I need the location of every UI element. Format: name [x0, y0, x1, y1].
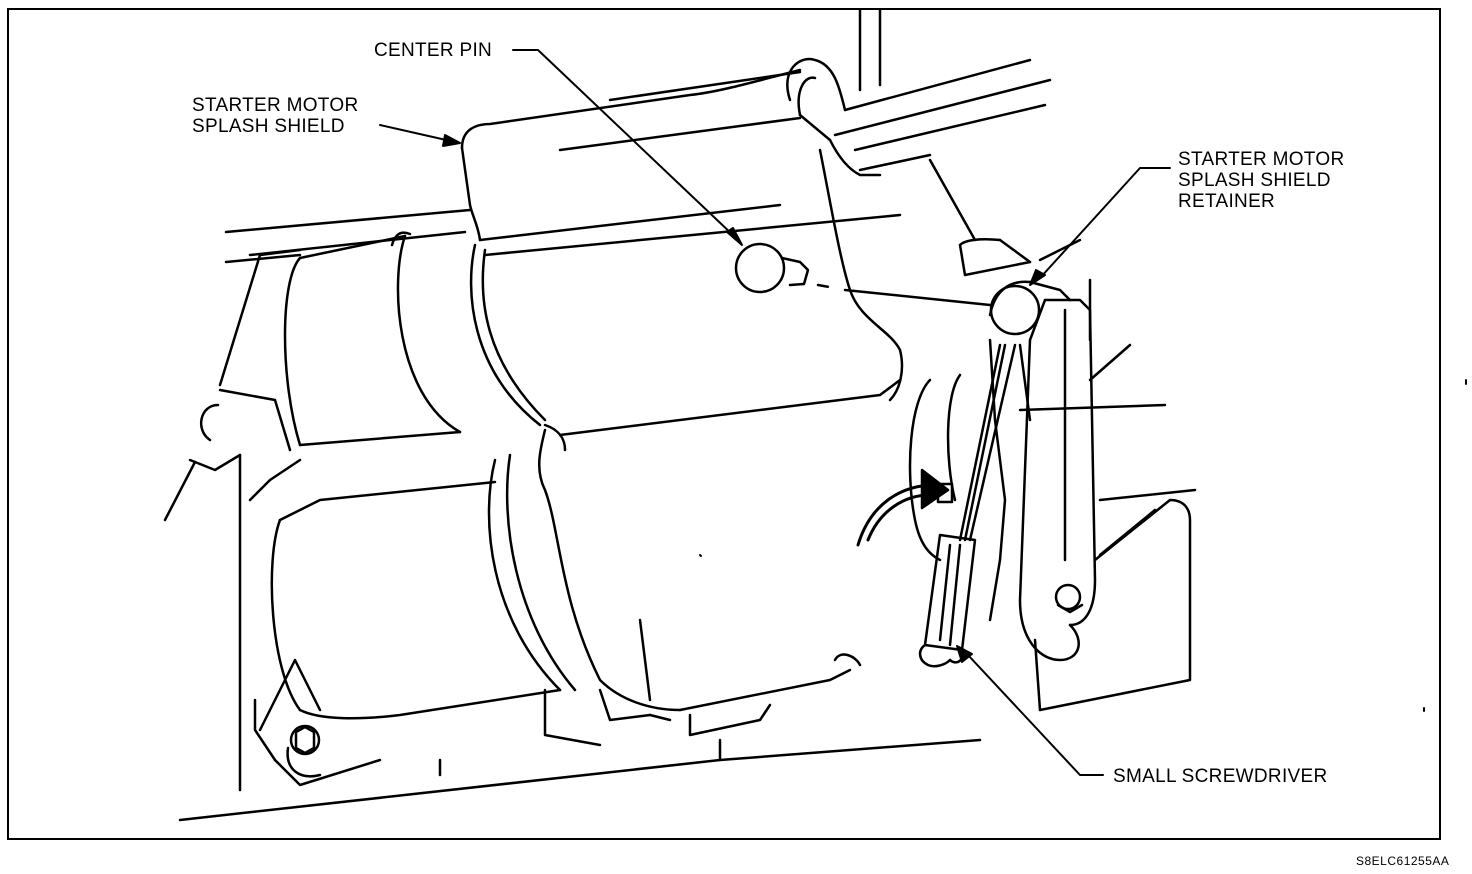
center-pin-label: CENTER PIN: [374, 40, 493, 61]
retainer-label: STARTER MOTOR SPLASH SHIELD RETAINER: [1178, 149, 1345, 212]
mounting-bolt: [286, 724, 322, 778]
side-bracket: [1033, 498, 1192, 712]
screwdriver-shape: [918, 343, 1017, 668]
center-pin-shape: [734, 242, 992, 307]
scan-specks: [699, 379, 1467, 712]
mounting-bracket: [163, 248, 382, 792]
upper-bracket: [786, 57, 1052, 277]
solenoid-body: [283, 231, 547, 447]
rotation-arrow: [856, 468, 950, 547]
figure-border: [7, 8, 1441, 840]
retainer-lever: [988, 280, 1097, 662]
end-housing: [908, 338, 1032, 622]
splash-shield-label: STARTER MOTOR SPLASH SHIELD: [192, 95, 359, 137]
leader-lines: [379, 49, 1171, 776]
engine-block-lines: [178, 8, 1197, 822]
screwdriver-label: SMALL SCREWDRIVER: [1113, 766, 1328, 787]
figure-code: S8ELC61255AA: [1356, 854, 1450, 868]
starter-motor-housing: [270, 428, 862, 747]
splash-shield-shape: [460, 68, 904, 702]
